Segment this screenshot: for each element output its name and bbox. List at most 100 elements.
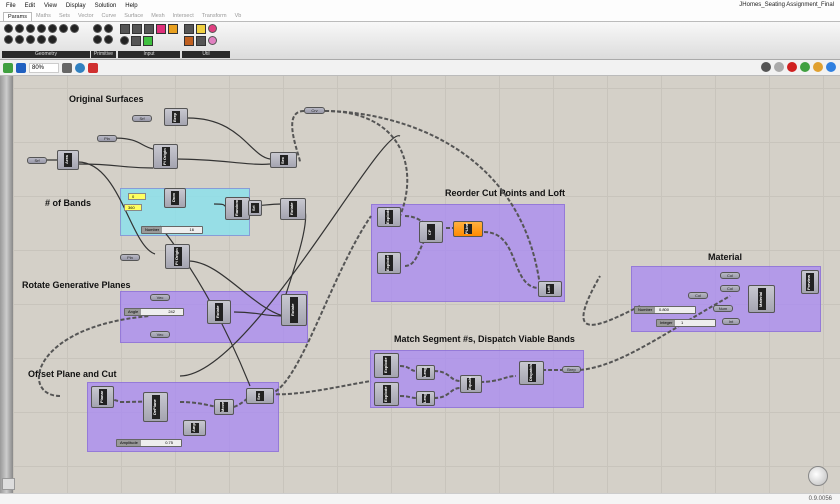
sketch-corner-icon[interactable] — [2, 478, 15, 490]
box-icon[interactable] — [26, 24, 35, 33]
col-param[interactable]: Col — [720, 272, 740, 279]
shaded-icon[interactable] — [787, 62, 797, 72]
circle-icon[interactable] — [15, 24, 24, 33]
col-param-3[interactable]: Col — [688, 292, 708, 299]
tab-surface[interactable]: Surface — [124, 13, 144, 19]
toggle-icon[interactable] — [132, 24, 142, 34]
angle-icon[interactable] — [93, 24, 102, 33]
tab-maths[interactable]: Maths — [35, 13, 51, 19]
number-icon[interactable] — [93, 35, 102, 44]
plane-icon[interactable] — [37, 35, 46, 44]
sec-component-2[interactable]: Sec — [246, 388, 274, 404]
dispatch-component[interactable]: Dispatch — [519, 361, 544, 385]
preview-mode-icon[interactable] — [761, 62, 771, 72]
amp-component[interactable]: Amp — [183, 420, 206, 436]
equals-component[interactable]: Equals — [460, 375, 482, 393]
srf-param-2[interactable]: Srf — [132, 115, 152, 122]
srf-param[interactable]: Srf — [27, 157, 47, 164]
palette-icon[interactable] — [208, 24, 217, 33]
brep-component[interactable]: Brep — [164, 108, 188, 126]
graph-icon[interactable] — [168, 24, 178, 34]
menu-help[interactable]: Help — [125, 2, 138, 9]
open-icon[interactable] — [3, 62, 13, 73]
col-param-2[interactable]: Col — [720, 285, 740, 292]
tab-vector[interactable]: Vector — [77, 13, 94, 19]
dom-component[interactable]: Dom — [164, 188, 186, 208]
menu-edit[interactable]: Edit — [24, 2, 36, 9]
tab-sets[interactable]: Sets — [58, 13, 70, 19]
explode-component-2[interactable]: Explode — [377, 252, 401, 274]
srt-component[interactable]: Srt — [248, 200, 262, 216]
group-icon[interactable] — [59, 24, 68, 33]
tab-params[interactable]: Params — [3, 12, 32, 21]
canvas[interactable]: Original Surfaces # of Bands Rotate Gene… — [0, 76, 840, 493]
preview-eye-icon[interactable] — [75, 62, 85, 73]
menu-display[interactable]: Display — [65, 2, 86, 9]
crv-param[interactable]: Crv — [304, 107, 325, 114]
explode-component[interactable]: Explode — [377, 207, 401, 227]
scribble-icon[interactable] — [196, 36, 206, 46]
mesh-icon[interactable] — [4, 35, 13, 44]
tab-curve[interactable]: Curve — [101, 13, 117, 19]
save-icon[interactable] — [16, 62, 26, 73]
menu-solution[interactable]: Solution — [94, 2, 117, 9]
random-component[interactable]: Random — [225, 197, 250, 220]
gradient-icon[interactable] — [143, 36, 153, 46]
tab-mesh[interactable]: Mesh — [151, 13, 165, 19]
leng-component[interactable]: Leng — [416, 365, 435, 380]
list-icon[interactable] — [131, 36, 141, 46]
geometry-icon[interactable] — [4, 24, 13, 33]
line-icon[interactable] — [70, 24, 79, 33]
num-param[interactable]: Num — [713, 305, 733, 312]
rotate-component-3[interactable]: Rotate — [281, 294, 307, 326]
cp-component[interactable]: CP — [419, 221, 443, 243]
selected-only-icon[interactable] — [800, 62, 810, 72]
brep-param[interactable]: Brep — [562, 366, 581, 373]
explode-component-3[interactable]: Explode — [374, 353, 399, 378]
brep-icon[interactable] — [37, 24, 46, 33]
pln-param[interactable]: Pln — [97, 135, 117, 142]
panel-max[interactable]: 360 — [124, 204, 142, 211]
leng-component-2[interactable]: Leng — [416, 391, 435, 406]
slider-icon[interactable] — [144, 24, 154, 34]
zoom-select[interactable]: 80% — [29, 62, 59, 73]
sec-component[interactable]: Sec — [270, 152, 297, 168]
pl-origin-component[interactable]: Pl Origin — [153, 144, 178, 169]
text-icon[interactable] — [104, 35, 113, 44]
tab-intersect[interactable]: Intersect — [172, 13, 194, 19]
rotate-component[interactable]: Rotate — [280, 198, 306, 220]
move-component[interactable]: Move — [214, 399, 234, 415]
planar-component[interactable]: Planar — [91, 386, 114, 408]
vec-param-2[interactable]: Vec — [150, 331, 170, 338]
chart-icon[interactable] — [184, 36, 194, 46]
vec-param[interactable]: Vec — [150, 294, 170, 301]
canvas-left-scrollbar[interactable] — [0, 76, 13, 493]
boolean-icon[interactable] — [104, 24, 113, 33]
zoom-extents-icon[interactable] — [62, 62, 72, 73]
surface-icon[interactable] — [26, 35, 35, 44]
int-param[interactable]: Int — [722, 318, 740, 325]
sketch-pen-icon[interactable] — [88, 62, 98, 73]
tab-vb[interactable]: Vb — [234, 13, 242, 19]
mesh-settings-icon[interactable] — [826, 62, 836, 72]
rotate-component-2[interactable]: Rotate — [207, 300, 231, 324]
loft-component[interactable]: Loft — [538, 281, 562, 297]
bar-icon[interactable] — [196, 24, 206, 34]
area-component[interactable]: Area — [57, 150, 79, 170]
pl-origin-component-2[interactable]: Pl Origin — [165, 244, 190, 269]
tree-icon[interactable] — [184, 24, 194, 34]
material-component[interactable]: Material — [748, 285, 775, 313]
import-icon[interactable] — [120, 24, 130, 34]
button-icon[interactable] — [120, 36, 129, 45]
vector-icon[interactable] — [48, 35, 57, 44]
tab-transform[interactable]: Transform — [201, 13, 227, 19]
pline-component[interactable]: PLine — [453, 221, 483, 237]
swatch-icon[interactable] — [156, 24, 166, 34]
flask-icon[interactable] — [208, 36, 217, 45]
deplane-component[interactable]: DePlane — [143, 392, 168, 422]
